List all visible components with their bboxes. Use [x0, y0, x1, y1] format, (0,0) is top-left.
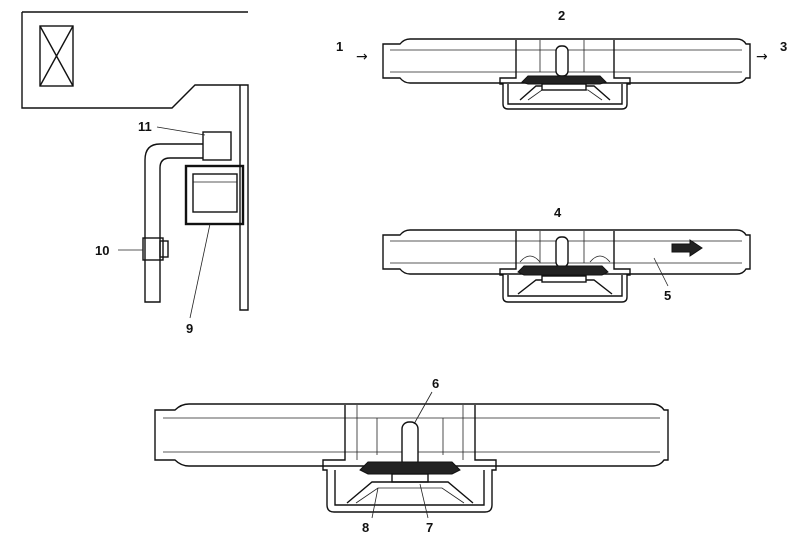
label-9: 9 — [186, 321, 193, 336]
label-10: 10 — [95, 243, 109, 258]
label-6: 6 — [432, 376, 439, 391]
label-1: 1 — [336, 39, 343, 54]
outlet-arrow: → — [756, 49, 768, 65]
drain-pipe — [144, 143, 203, 303]
pipe-fitting — [142, 237, 164, 261]
valve-housing-inner — [192, 173, 238, 213]
valve-middle: 4 5 — [382, 205, 751, 303]
label-11: 11 — [138, 119, 152, 134]
valve-top: 2 1 → → 3 — [336, 8, 787, 110]
air-vent-box — [202, 131, 232, 161]
flow-arrow-icon — [671, 239, 703, 257]
room-outline — [21, 11, 249, 311]
label-8: 8 — [362, 520, 369, 535]
label-4: 4 — [554, 205, 562, 220]
inlet-arrow: → — [356, 49, 368, 65]
valve-housing-box — [184, 164, 245, 226]
label-2: 2 — [558, 8, 565, 23]
label-7: 7 — [426, 520, 433, 535]
label-3: 3 — [780, 39, 787, 54]
label-5: 5 — [664, 288, 671, 303]
valve-bottom: 6 8 7 — [154, 376, 669, 535]
crossed-box-icon — [39, 25, 74, 87]
installation-sketch: 11 10 9 — [21, 11, 249, 336]
